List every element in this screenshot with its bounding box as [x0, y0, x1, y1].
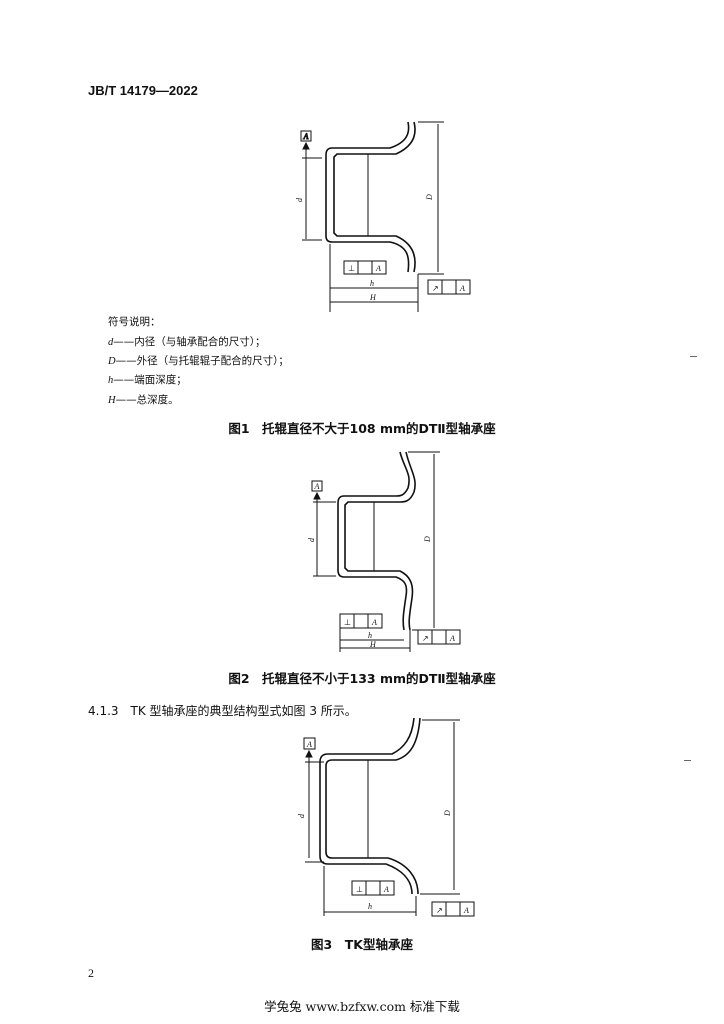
perpendicularity-datum: A — [383, 885, 389, 894]
runout-datum: A — [449, 634, 455, 643]
datum-box-a — [300, 130, 312, 142]
h-label: h — [370, 279, 374, 288]
perpendicularity-datum: A — [375, 264, 381, 273]
d-label: d — [295, 197, 304, 202]
section-4-1-3: 4.1.3 TK 型轴承座的典型结构型式如图 3 所示。 — [88, 704, 357, 718]
footer-watermark[interactable]: 学兔兔 www.bzfxw.com 标准下载 — [264, 999, 460, 1014]
figure-3-drawing: A d D ⊥ A ↗ A h — [297, 718, 475, 917]
legend-item-d: d——内径（与轴承配合的尺寸）； — [108, 336, 266, 348]
h-label: h — [368, 902, 372, 911]
runout-symbol: ↗ — [422, 634, 429, 643]
D-label: D — [443, 810, 452, 817]
standard-number: JB/T 14179—2022 — [88, 83, 198, 98]
H-label: H — [369, 640, 377, 649]
perpendicularity-symbol: ⊥ — [356, 885, 363, 894]
legend-item-H: H——总深度。 — [108, 394, 179, 406]
figure-1-caption: 图1 托辊直径不大于108 mm的DTⅡ型轴承座 — [228, 421, 496, 436]
legend-item-D: D——外径（与托辊辊子配合的尺寸）； — [108, 355, 289, 367]
margin-mark — [684, 760, 691, 761]
datum-letter: A — [314, 482, 320, 491]
runout-symbol: ↗ — [432, 284, 439, 293]
D-label: D — [425, 194, 434, 201]
datum-letter: A — [306, 740, 312, 749]
d-label: d — [307, 537, 316, 542]
perpendicularity-symbol: ⊥ — [348, 264, 355, 273]
perpendicularity-datum: A — [371, 618, 377, 627]
d-label: d — [297, 813, 306, 818]
runout-datum: A — [459, 284, 465, 293]
h-label: h — [368, 631, 372, 640]
runout-symbol: ↗ — [436, 906, 443, 915]
legend-title: 符号说明： — [108, 316, 161, 328]
legend-item-h: h——端面深度； — [108, 374, 187, 386]
runout-datum: A — [463, 906, 469, 915]
figure-2-caption: 图2 托辊直径不小于133 mm的DTⅡ型轴承座 — [228, 671, 496, 686]
perpendicularity-symbol: ⊥ — [344, 618, 351, 627]
page-number: 2 — [88, 966, 94, 980]
H-label: H — [369, 293, 377, 302]
margin-mark — [690, 356, 697, 357]
D-label: D — [423, 536, 432, 543]
datum-triangle — [302, 141, 310, 150]
figure-1-drawing: A d D ⊥ A ↗ A h H — [295, 121, 471, 312]
figure-3-caption: 图3 TK型轴承座 — [311, 937, 413, 952]
datum-letter: A — [303, 132, 309, 141]
figure-2-drawing: A d D ⊥ A ↗ A h H — [307, 451, 461, 652]
